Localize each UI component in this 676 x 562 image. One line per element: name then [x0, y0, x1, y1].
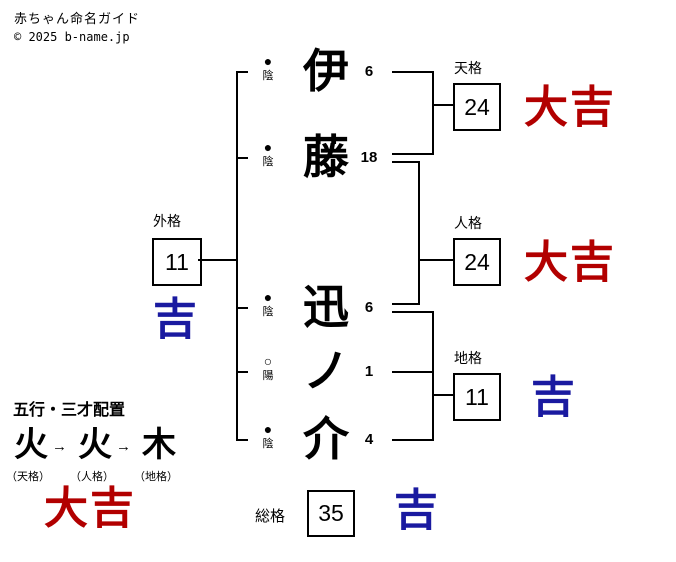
- stroke-count: 6: [364, 299, 374, 316]
- connector-line: [392, 153, 434, 155]
- yang-symbol: ○: [263, 353, 273, 369]
- element-chikaku: 木: [142, 425, 176, 465]
- arrow-icon: →: [116, 438, 131, 455]
- soukaku-label: 総格: [255, 508, 286, 525]
- stroke-count: 1: [364, 363, 374, 380]
- connector-line: [432, 71, 434, 155]
- yin-symbol: ●: [263, 139, 273, 155]
- name-character: 伊: [303, 44, 349, 98]
- element-label-chikaku: （地格）: [134, 471, 178, 483]
- connector-line: [418, 161, 420, 305]
- name-character: ノ: [303, 344, 349, 398]
- polarity-marker: ● 陰: [250, 290, 286, 318]
- chikaku-label: 地格: [454, 350, 482, 366]
- polarity-marker: ● 陰: [250, 140, 286, 168]
- connector-line: [236, 71, 238, 441]
- gogyou-title: 五行・三才配置: [13, 402, 126, 419]
- yin-symbol: ●: [263, 289, 273, 305]
- site-title: 赤ちゃん命名ガイド: [14, 12, 141, 27]
- yin-label: 陰: [262, 438, 274, 450]
- jinkaku-fortune: 大吉: [524, 237, 616, 288]
- polarity-marker: ● 陰: [250, 422, 286, 450]
- connector-line: [236, 307, 248, 309]
- yin-label: 陰: [262, 306, 274, 318]
- stroke-count: 18: [360, 149, 378, 166]
- name-character: 介: [303, 412, 349, 466]
- yin-symbol: ●: [263, 421, 273, 437]
- tenkaku-label: 天格: [454, 60, 482, 76]
- yin-label: 陰: [262, 156, 274, 168]
- connector-line: [392, 311, 434, 313]
- element-label-tenkaku: （天格）: [6, 471, 50, 483]
- connector-line: [236, 371, 248, 373]
- gaikaku-fortune: 吉: [153, 294, 199, 345]
- jinkaku-value-box: 24: [453, 238, 501, 286]
- connector-line: [434, 104, 453, 106]
- jinkaku-label: 人格: [454, 215, 482, 231]
- connector-line: [420, 259, 453, 261]
- copyright: © 2025 b-name.jp: [14, 30, 130, 44]
- soukaku-fortune: 吉: [394, 485, 440, 536]
- yin-label: 陰: [262, 70, 274, 82]
- gaikaku-label: 外格: [153, 213, 181, 229]
- polarity-marker: ● 陰: [250, 54, 286, 82]
- arrow-icon: →: [52, 438, 67, 455]
- connector-line: [198, 259, 236, 261]
- tenkaku-value-box: 24: [453, 83, 501, 131]
- sansai-fortune: 大吉: [44, 483, 136, 534]
- stroke-count: 6: [364, 63, 374, 80]
- polarity-marker: ○ 陽: [250, 354, 286, 382]
- name-character: 藤: [303, 130, 349, 184]
- element-jinkaku: 火: [78, 425, 112, 465]
- connector-line: [392, 71, 434, 73]
- yang-label: 陽: [262, 370, 274, 382]
- chikaku-value-box: 11: [453, 373, 501, 421]
- chikaku-fortune: 吉: [531, 372, 577, 423]
- connector-line: [392, 439, 434, 441]
- connector-line: [392, 161, 420, 163]
- connector-line: [432, 311, 434, 441]
- connector-line: [236, 439, 248, 441]
- connector-line: [236, 157, 248, 159]
- element-tenkaku: 火: [14, 425, 48, 465]
- element-label-jinkaku: （人格）: [70, 471, 114, 483]
- tenkaku-fortune: 大吉: [524, 82, 616, 133]
- connector-line: [392, 303, 420, 305]
- yin-symbol: ●: [263, 53, 273, 69]
- soukaku-value-box: 35: [307, 490, 355, 537]
- connector-line: [236, 71, 248, 73]
- connector-line: [434, 394, 453, 396]
- stroke-count: 4: [364, 431, 374, 448]
- connector-line: [392, 371, 434, 373]
- gaikaku-value-box: 11: [152, 238, 202, 286]
- name-character: 迅: [303, 280, 349, 334]
